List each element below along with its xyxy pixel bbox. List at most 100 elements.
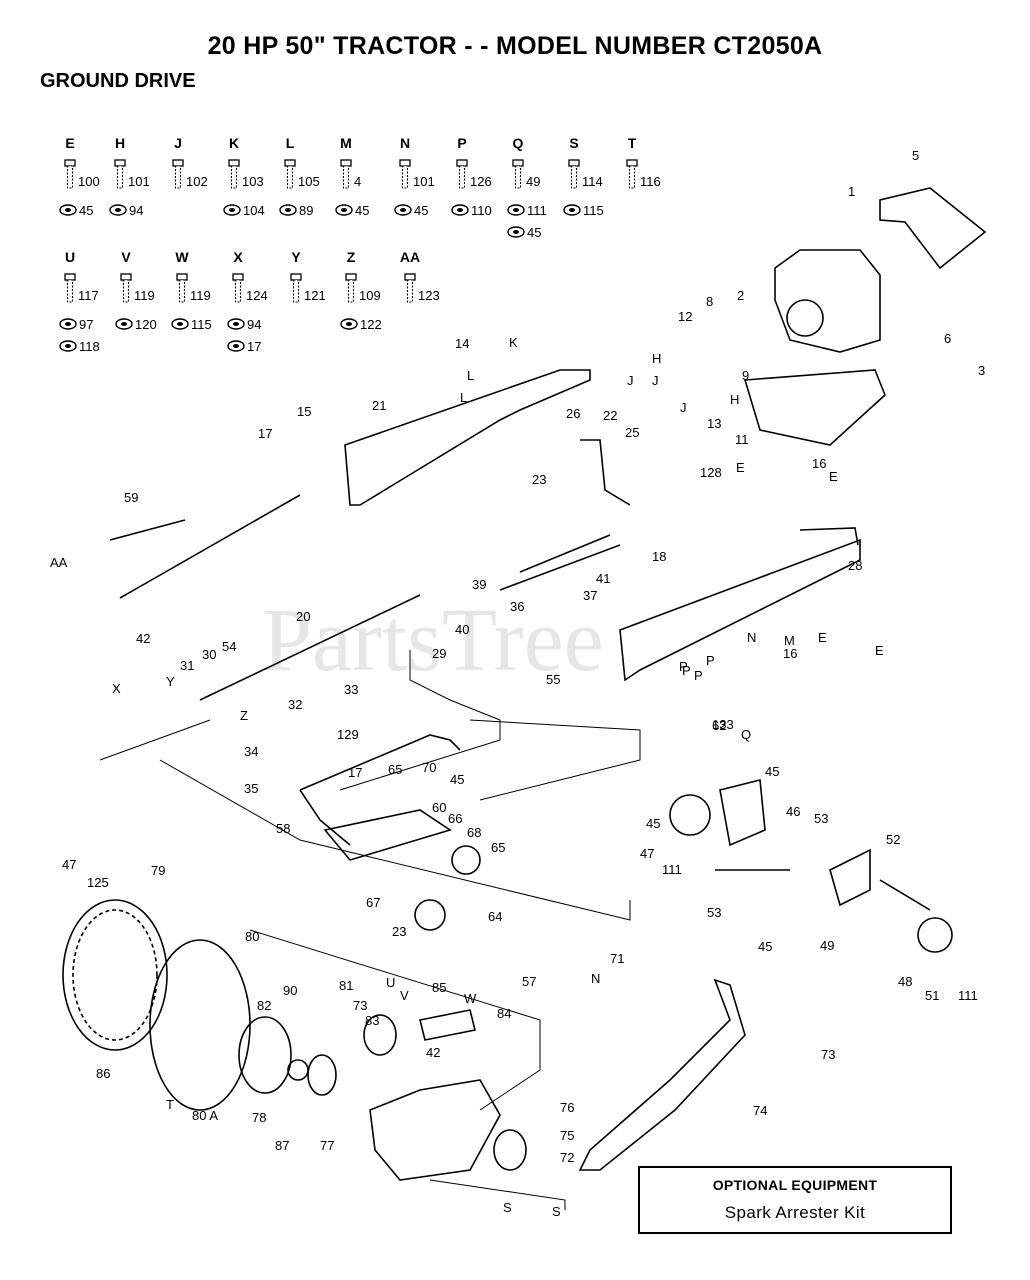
- page-title: 20 HP 50" TRACTOR - - MODEL NUMBER CT205…: [207, 32, 823, 60]
- callout-number: 34: [244, 744, 258, 759]
- bolt-icon: [114, 159, 126, 189]
- hardware-key-nut-number: 97: [79, 317, 93, 332]
- callout-number: 58: [276, 821, 290, 836]
- hardware-key-bolt-number: 49: [526, 174, 540, 189]
- hardware-key-bolt-number: 116: [640, 174, 661, 189]
- hub-77: [307, 1054, 337, 1096]
- hardware-key-letter: P: [457, 135, 466, 151]
- transaxle-pulley-72: [493, 1129, 527, 1171]
- callout-number: 65: [388, 762, 402, 777]
- hardware-key-nut-number: 94: [247, 317, 261, 332]
- shift-rod: [119, 494, 301, 599]
- letter-mark: H: [652, 351, 661, 366]
- callout-number: 5: [912, 148, 919, 163]
- callout-number: 23: [392, 924, 406, 939]
- watermark: PartsTree: [262, 591, 604, 690]
- hardware-key-letter: AA: [400, 249, 420, 265]
- callout-number: 18: [652, 549, 666, 564]
- hardware-key-letter: T: [628, 135, 637, 151]
- callout-number: 35: [244, 781, 258, 796]
- callout-number: 8: [706, 294, 713, 309]
- callout-number: 32: [288, 697, 302, 712]
- callout-number: 75: [560, 1128, 574, 1143]
- callout-number: 70: [422, 760, 436, 775]
- hardware-key-letter: Y: [291, 249, 301, 265]
- drive-belt-75: [578, 978, 746, 1171]
- callout-number: 111: [662, 862, 682, 877]
- nut-icon: [223, 204, 241, 216]
- bolt-icon: [284, 159, 296, 189]
- callout-number: 45: [758, 939, 772, 954]
- hardware-key-bolt-number: 103: [242, 174, 264, 189]
- bolt-icon: [568, 159, 580, 189]
- callout-number: 47: [62, 857, 76, 872]
- idler-pulley-64: [414, 899, 446, 931]
- nut-icon: [59, 340, 77, 352]
- callout-number: 42: [426, 1045, 440, 1060]
- nut-icon: [59, 318, 77, 330]
- callout-number: 39: [472, 577, 486, 592]
- hardware-key-letter: S: [569, 135, 578, 151]
- hardware-key-letter: W: [175, 249, 189, 265]
- callout-number: 55: [546, 672, 560, 687]
- bolt-icon: [172, 159, 184, 189]
- section-subtitle: GROUND DRIVE: [40, 70, 196, 92]
- hardware-key-nut-number: 104: [243, 203, 265, 218]
- callout-number: 47: [640, 846, 654, 861]
- transaxle: [369, 1079, 501, 1181]
- letter-mark: Q: [741, 727, 751, 742]
- bolt-icon: [345, 273, 357, 303]
- callout-number: 81: [339, 978, 353, 993]
- nut-icon: [507, 226, 525, 238]
- bolt-icon: [290, 273, 302, 303]
- letter-mark: N: [747, 630, 756, 645]
- callout-number: 62: [712, 718, 726, 733]
- hardware-key-nut-number: 111: [527, 203, 547, 218]
- callout-number: 125: [87, 875, 109, 890]
- hardware-key-letter: X: [233, 249, 243, 265]
- letter-mark: P: [706, 653, 715, 668]
- bracket-48: [829, 848, 871, 907]
- callout-number: 76: [560, 1100, 574, 1115]
- callout-number: 84: [497, 1006, 511, 1021]
- callout-number: 16: [783, 646, 797, 661]
- idler-bracket: [323, 809, 452, 861]
- hardware-key-bolt-number: 101: [413, 174, 435, 189]
- hardware-key: E10045H10194J102K103104L10589M445N10145P…: [59, 135, 661, 354]
- hardware-key-bolt-number: 100: [78, 174, 100, 189]
- callout-number: 71: [610, 951, 624, 966]
- hardware-key-bolt-number: 124: [246, 288, 268, 303]
- letter-mark: V: [400, 988, 409, 1003]
- bolt-49: [879, 879, 931, 911]
- callout-number: 33: [344, 682, 358, 697]
- letter-mark: S: [503, 1200, 512, 1215]
- callout-number: 3: [978, 363, 985, 378]
- hardware-key-bolt-number: 119: [190, 288, 211, 303]
- callout-number: 12: [678, 309, 692, 324]
- letter-mark: E: [736, 460, 745, 475]
- wheel-rim-81: [238, 1016, 292, 1094]
- hardware-key-nut-number: 94: [129, 203, 143, 218]
- callout-number: 31: [180, 658, 194, 673]
- callout-number: 45: [0, 0, 14, 3]
- idler-pulley-58: [451, 845, 481, 875]
- nut-icon: [227, 318, 245, 330]
- hardware-key-bolt-number: 123: [418, 288, 440, 303]
- letter-mark: Z: [240, 708, 248, 723]
- callout-number: 9: [742, 368, 749, 383]
- callout-number: 129: [337, 727, 359, 742]
- callout-number: 22: [603, 408, 617, 423]
- callout-number: 82: [257, 998, 271, 1013]
- nut-icon: [335, 204, 353, 216]
- callout-number: 133: [712, 717, 734, 732]
- callout-number: 45: [765, 764, 779, 779]
- callout-number: 83: [365, 1013, 379, 1028]
- hardware-key-bolt-number: 119: [134, 288, 155, 303]
- callout-number: 1: [848, 184, 855, 199]
- hardware-key-nut-number: 122: [360, 317, 382, 332]
- callout-number: 26: [566, 406, 580, 421]
